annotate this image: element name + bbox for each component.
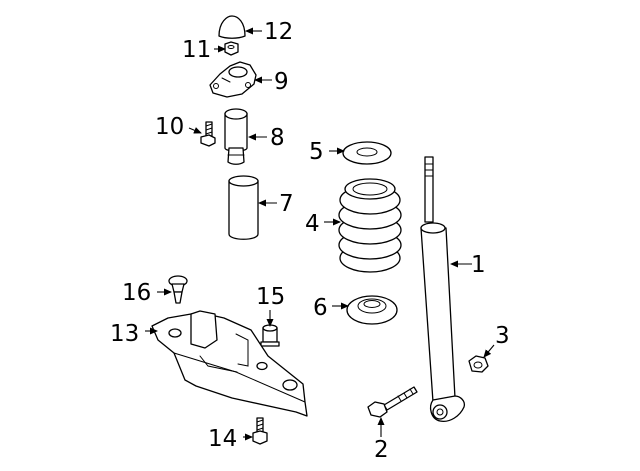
callout-4: 4	[305, 211, 320, 237]
part-5-upper-seat[interactable]	[342, 141, 392, 165]
part-11-nut[interactable]	[224, 41, 239, 56]
part-1-shock-absorber[interactable]	[420, 156, 466, 422]
part-2-bolt[interactable]	[367, 386, 418, 418]
callout-15: 15	[256, 284, 285, 310]
callout-2: 2	[374, 437, 389, 463]
callout-labels: 1 2 3 4 5 6 7 8 9 10 11 12 13 14 15 16	[110, 19, 510, 463]
part-4-coil-spring[interactable]	[338, 178, 402, 273]
callout-12: 12	[264, 19, 293, 45]
part-3-nut[interactable]	[468, 355, 489, 373]
leader-lines	[145, 27, 495, 441]
part-6-lower-seat[interactable]	[346, 295, 398, 325]
callout-10: 10	[155, 114, 184, 140]
callout-8: 8	[270, 125, 285, 151]
part-14-bolt[interactable]	[252, 417, 268, 445]
part-9-upper-mount[interactable]	[209, 61, 257, 98]
callout-3: 3	[495, 323, 510, 349]
part-13-control-arm[interactable]	[151, 310, 308, 417]
part-12-cap[interactable]	[218, 15, 246, 39]
callout-7: 7	[279, 191, 294, 217]
callout-11: 11	[182, 37, 211, 63]
part-16-clip[interactable]	[168, 275, 188, 304]
part-15-bushing[interactable]	[260, 324, 280, 347]
callout-13: 13	[110, 321, 139, 347]
callout-5: 5	[309, 139, 324, 165]
callout-14: 14	[208, 426, 237, 452]
callout-16: 16	[122, 280, 151, 306]
callout-6: 6	[313, 295, 328, 321]
part-7-boot[interactable]	[228, 175, 259, 240]
callout-1: 1	[471, 252, 486, 278]
part-10-bolt[interactable]	[200, 121, 216, 147]
part-8-bump-stop[interactable]	[224, 108, 248, 165]
callout-9: 9	[274, 69, 289, 95]
